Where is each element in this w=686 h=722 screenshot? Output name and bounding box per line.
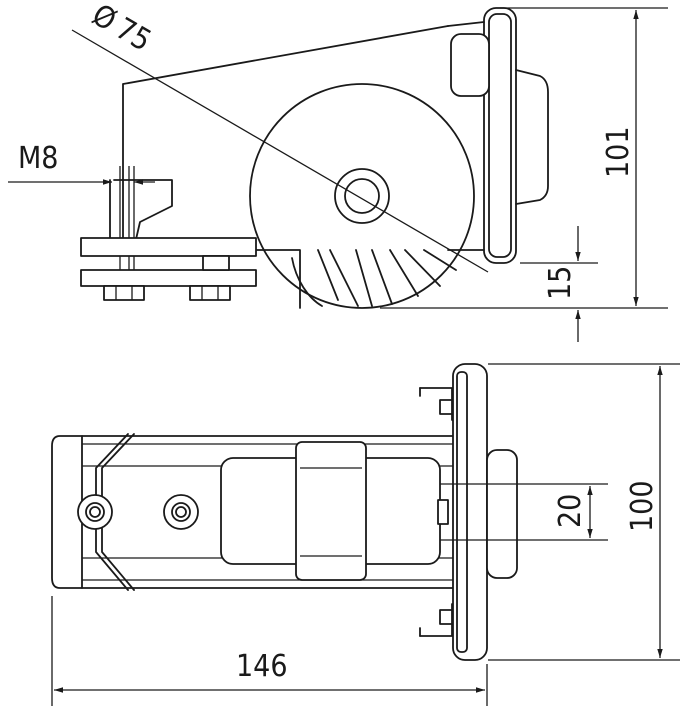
- side-view: Ø75 M8: [8, 0, 549, 309]
- dim-height-offset: 15: [520, 226, 598, 342]
- top-bolt-right: [163, 494, 199, 530]
- top-view: [51, 363, 518, 661]
- thread-label: M8: [18, 141, 58, 176]
- top-bolt-left: [77, 494, 113, 530]
- width-total-label: 100: [625, 480, 660, 532]
- height-total-label: 101: [601, 126, 636, 178]
- top-end-plate: [419, 363, 518, 661]
- side-mount: [80, 166, 257, 301]
- length-total-label: 146: [236, 649, 288, 684]
- height-offset-label: 15: [543, 266, 578, 300]
- top-wheel: [220, 441, 449, 581]
- diameter-leader: [71, 29, 489, 273]
- center-width-label: 20: [553, 494, 588, 528]
- diameter-label: Ø75: [86, 0, 157, 59]
- dim-width-total: 100: [488, 363, 680, 661]
- side-back-plate: [447, 7, 549, 264]
- dim-center-width: 20: [440, 483, 608, 541]
- dim-length-total: 146: [51, 596, 488, 706]
- side-wheel: [249, 83, 475, 309]
- dim-height-total: 101: [380, 7, 668, 309]
